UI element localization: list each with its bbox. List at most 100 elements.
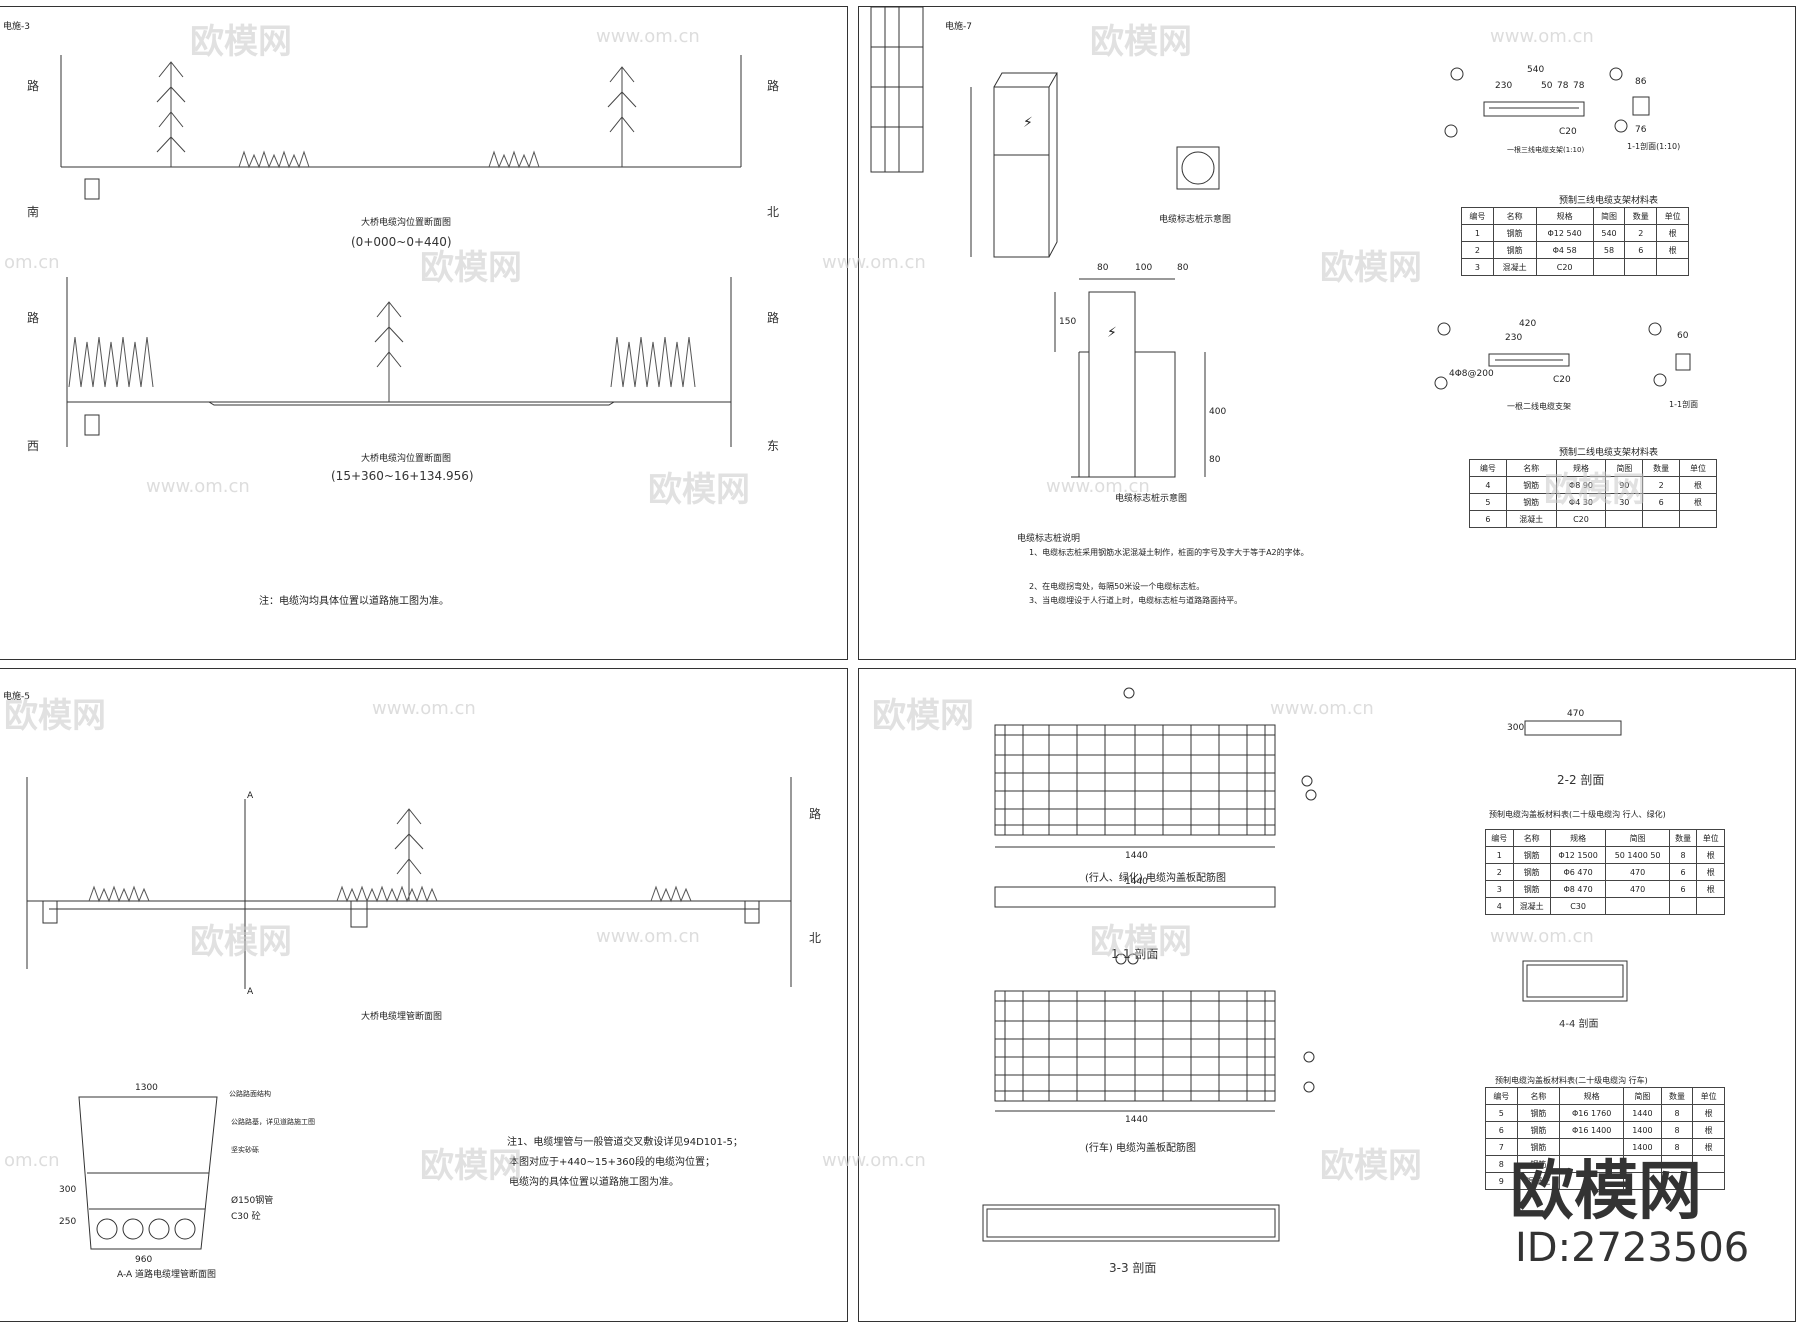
section-title: 大桥电缆沟位置断面图 bbox=[361, 454, 452, 464]
tree-icon bbox=[156, 61, 637, 402]
table-cell: 3 bbox=[1461, 258, 1494, 276]
dim-label: 300 bbox=[59, 1185, 77, 1195]
table-cell: 名称 bbox=[1516, 1087, 1561, 1105]
table-cell: 根 bbox=[1656, 224, 1689, 242]
section-title: 大桥电缆沟位置断面图 bbox=[361, 218, 452, 228]
table-cell: 6 bbox=[1668, 863, 1698, 881]
dim-label: 540 bbox=[1527, 65, 1545, 75]
dim-label: 1440 bbox=[1125, 851, 1148, 861]
marker-bracket-drawing: ⚡ ⚡ bbox=[870, 7, 1691, 478]
table-cell: 规格 bbox=[1549, 829, 1607, 847]
dim-label: 60 bbox=[1677, 331, 1689, 341]
table-cell: Φ4 58 bbox=[1535, 241, 1594, 259]
table-cell: 编号 bbox=[1461, 207, 1494, 225]
dim-label: 230 bbox=[1495, 81, 1513, 91]
table-cell: 编号 bbox=[1469, 459, 1507, 477]
table-cell bbox=[1624, 258, 1658, 276]
table-cell: 4 bbox=[1485, 897, 1514, 915]
table-cell: 根 bbox=[1696, 880, 1725, 898]
road-label: 路 bbox=[27, 311, 40, 325]
table-cell: 2 bbox=[1624, 224, 1658, 242]
dim-label: 76 bbox=[1635, 125, 1647, 135]
table-cell: 简图 bbox=[1605, 829, 1670, 847]
road-label: 东 bbox=[767, 439, 780, 453]
marker-title: 电缆标志桩示意图 bbox=[1159, 215, 1232, 225]
table-cell: 根 bbox=[1679, 493, 1717, 511]
dim-label: 1440 bbox=[1125, 1115, 1148, 1125]
table-cell: 钢筋 bbox=[1512, 880, 1551, 898]
dim-label: 86 bbox=[1635, 77, 1647, 87]
layer-label: 公路路面结构 bbox=[229, 1090, 271, 1098]
table-cell bbox=[1668, 897, 1698, 915]
table-cell: 1400 bbox=[1623, 1121, 1662, 1139]
table-cell: 钢筋 bbox=[1492, 224, 1537, 242]
rebar-label: 4Φ8@200 bbox=[1449, 369, 1494, 379]
sheet-cable-trench-sections: 电施-3 路 南 路 西 路 北 路 东 大桥电缆沟位置断面图 (0+000~0 bbox=[0, 6, 848, 660]
table-cell: 根 bbox=[1656, 241, 1689, 259]
dim-label: 420 bbox=[1519, 319, 1537, 329]
sheet-bridge-pipe-section: 电施-5 A A 路 北 大桥电缆埋管断面图 1300 960 bbox=[0, 668, 848, 1322]
table-cell: 数量 bbox=[1624, 207, 1658, 225]
table-cell: 钢筋 bbox=[1516, 1104, 1561, 1122]
dim-label: 50 bbox=[1541, 81, 1553, 91]
lightning-icon: ⚡ bbox=[1023, 115, 1033, 131]
table-cell: 8 bbox=[1660, 1121, 1694, 1139]
table-cell: 5 bbox=[1485, 1104, 1518, 1122]
section-marker: A bbox=[247, 791, 254, 801]
table-row: 编号名称规格简图数量单位 bbox=[1485, 829, 1725, 847]
road-label: 路 bbox=[767, 311, 780, 325]
table-cell: 根 bbox=[1679, 476, 1717, 494]
table-cell: Φ6 470 bbox=[1549, 863, 1607, 881]
table-cell: 规格 bbox=[1535, 207, 1594, 225]
table-cell: 6 bbox=[1668, 880, 1698, 898]
table-cell: 2 bbox=[1461, 241, 1494, 259]
drawing-caption: 1-1剖面(1:10) bbox=[1627, 142, 1681, 151]
sheet-id: 电施-5 bbox=[3, 692, 30, 702]
table-cell: Φ12 1500 bbox=[1549, 846, 1607, 864]
asset-id: ID:2723506 bbox=[1515, 1225, 1750, 1271]
table-cell: 混凝土 bbox=[1492, 258, 1537, 276]
table-cell: Φ8 90 bbox=[1555, 476, 1607, 494]
table-cell: Φ12 540 bbox=[1535, 224, 1594, 242]
table-cell: 6 bbox=[1485, 1121, 1518, 1139]
table-cell: 数量 bbox=[1660, 1087, 1694, 1105]
section-range: (0+000~0+440) bbox=[351, 235, 452, 249]
table-cell: 30 bbox=[1605, 493, 1644, 511]
drawing-caption: 一根三线电缆支架(1:10) bbox=[1507, 146, 1585, 154]
table-title: 预制二线电缆支架材料表 bbox=[1559, 448, 1659, 458]
table-cell: 根 bbox=[1696, 863, 1725, 881]
dim-label: 80 bbox=[1209, 455, 1221, 465]
table-row: 编号名称规格简图数量单位 bbox=[1469, 459, 1717, 477]
table-cell: 8 bbox=[1668, 846, 1698, 864]
table-cell: 编号 bbox=[1485, 829, 1514, 847]
table-cell: 编号 bbox=[1485, 1087, 1518, 1105]
table-cell: 混凝土 bbox=[1505, 510, 1557, 528]
table-cell: 钢筋 bbox=[1492, 241, 1537, 259]
table-cell: 规格 bbox=[1559, 1087, 1625, 1105]
table-cell: C20 bbox=[1535, 258, 1594, 276]
tree-icon bbox=[394, 808, 424, 901]
table-cell: 简图 bbox=[1605, 459, 1644, 477]
table-cell bbox=[1605, 510, 1644, 528]
sheet-id: 电施-7 bbox=[945, 22, 972, 32]
table-cell: Φ16 1400 bbox=[1559, 1121, 1625, 1139]
table-cell: 540 bbox=[1592, 224, 1626, 242]
dim-label: 100 bbox=[1135, 263, 1153, 273]
dim-label: 78 bbox=[1557, 81, 1569, 91]
table-cell bbox=[1623, 1172, 1662, 1190]
table-title: 预制电缆沟盖板材料表(二十级电缆沟 行车) bbox=[1495, 1076, 1648, 1085]
note-line: 3、当电缆埋设于人行道上时，电缆标志桩与道路路面持平。 bbox=[1029, 596, 1243, 605]
table-cell: 4 bbox=[1469, 476, 1507, 494]
table-title: 预制电缆沟盖板材料表(二十级电缆沟 行人、绿化) bbox=[1489, 810, 1666, 819]
road-label: 路 bbox=[809, 807, 822, 821]
table-cell: 简图 bbox=[1592, 207, 1626, 225]
table-cell: 根 bbox=[1692, 1104, 1725, 1122]
